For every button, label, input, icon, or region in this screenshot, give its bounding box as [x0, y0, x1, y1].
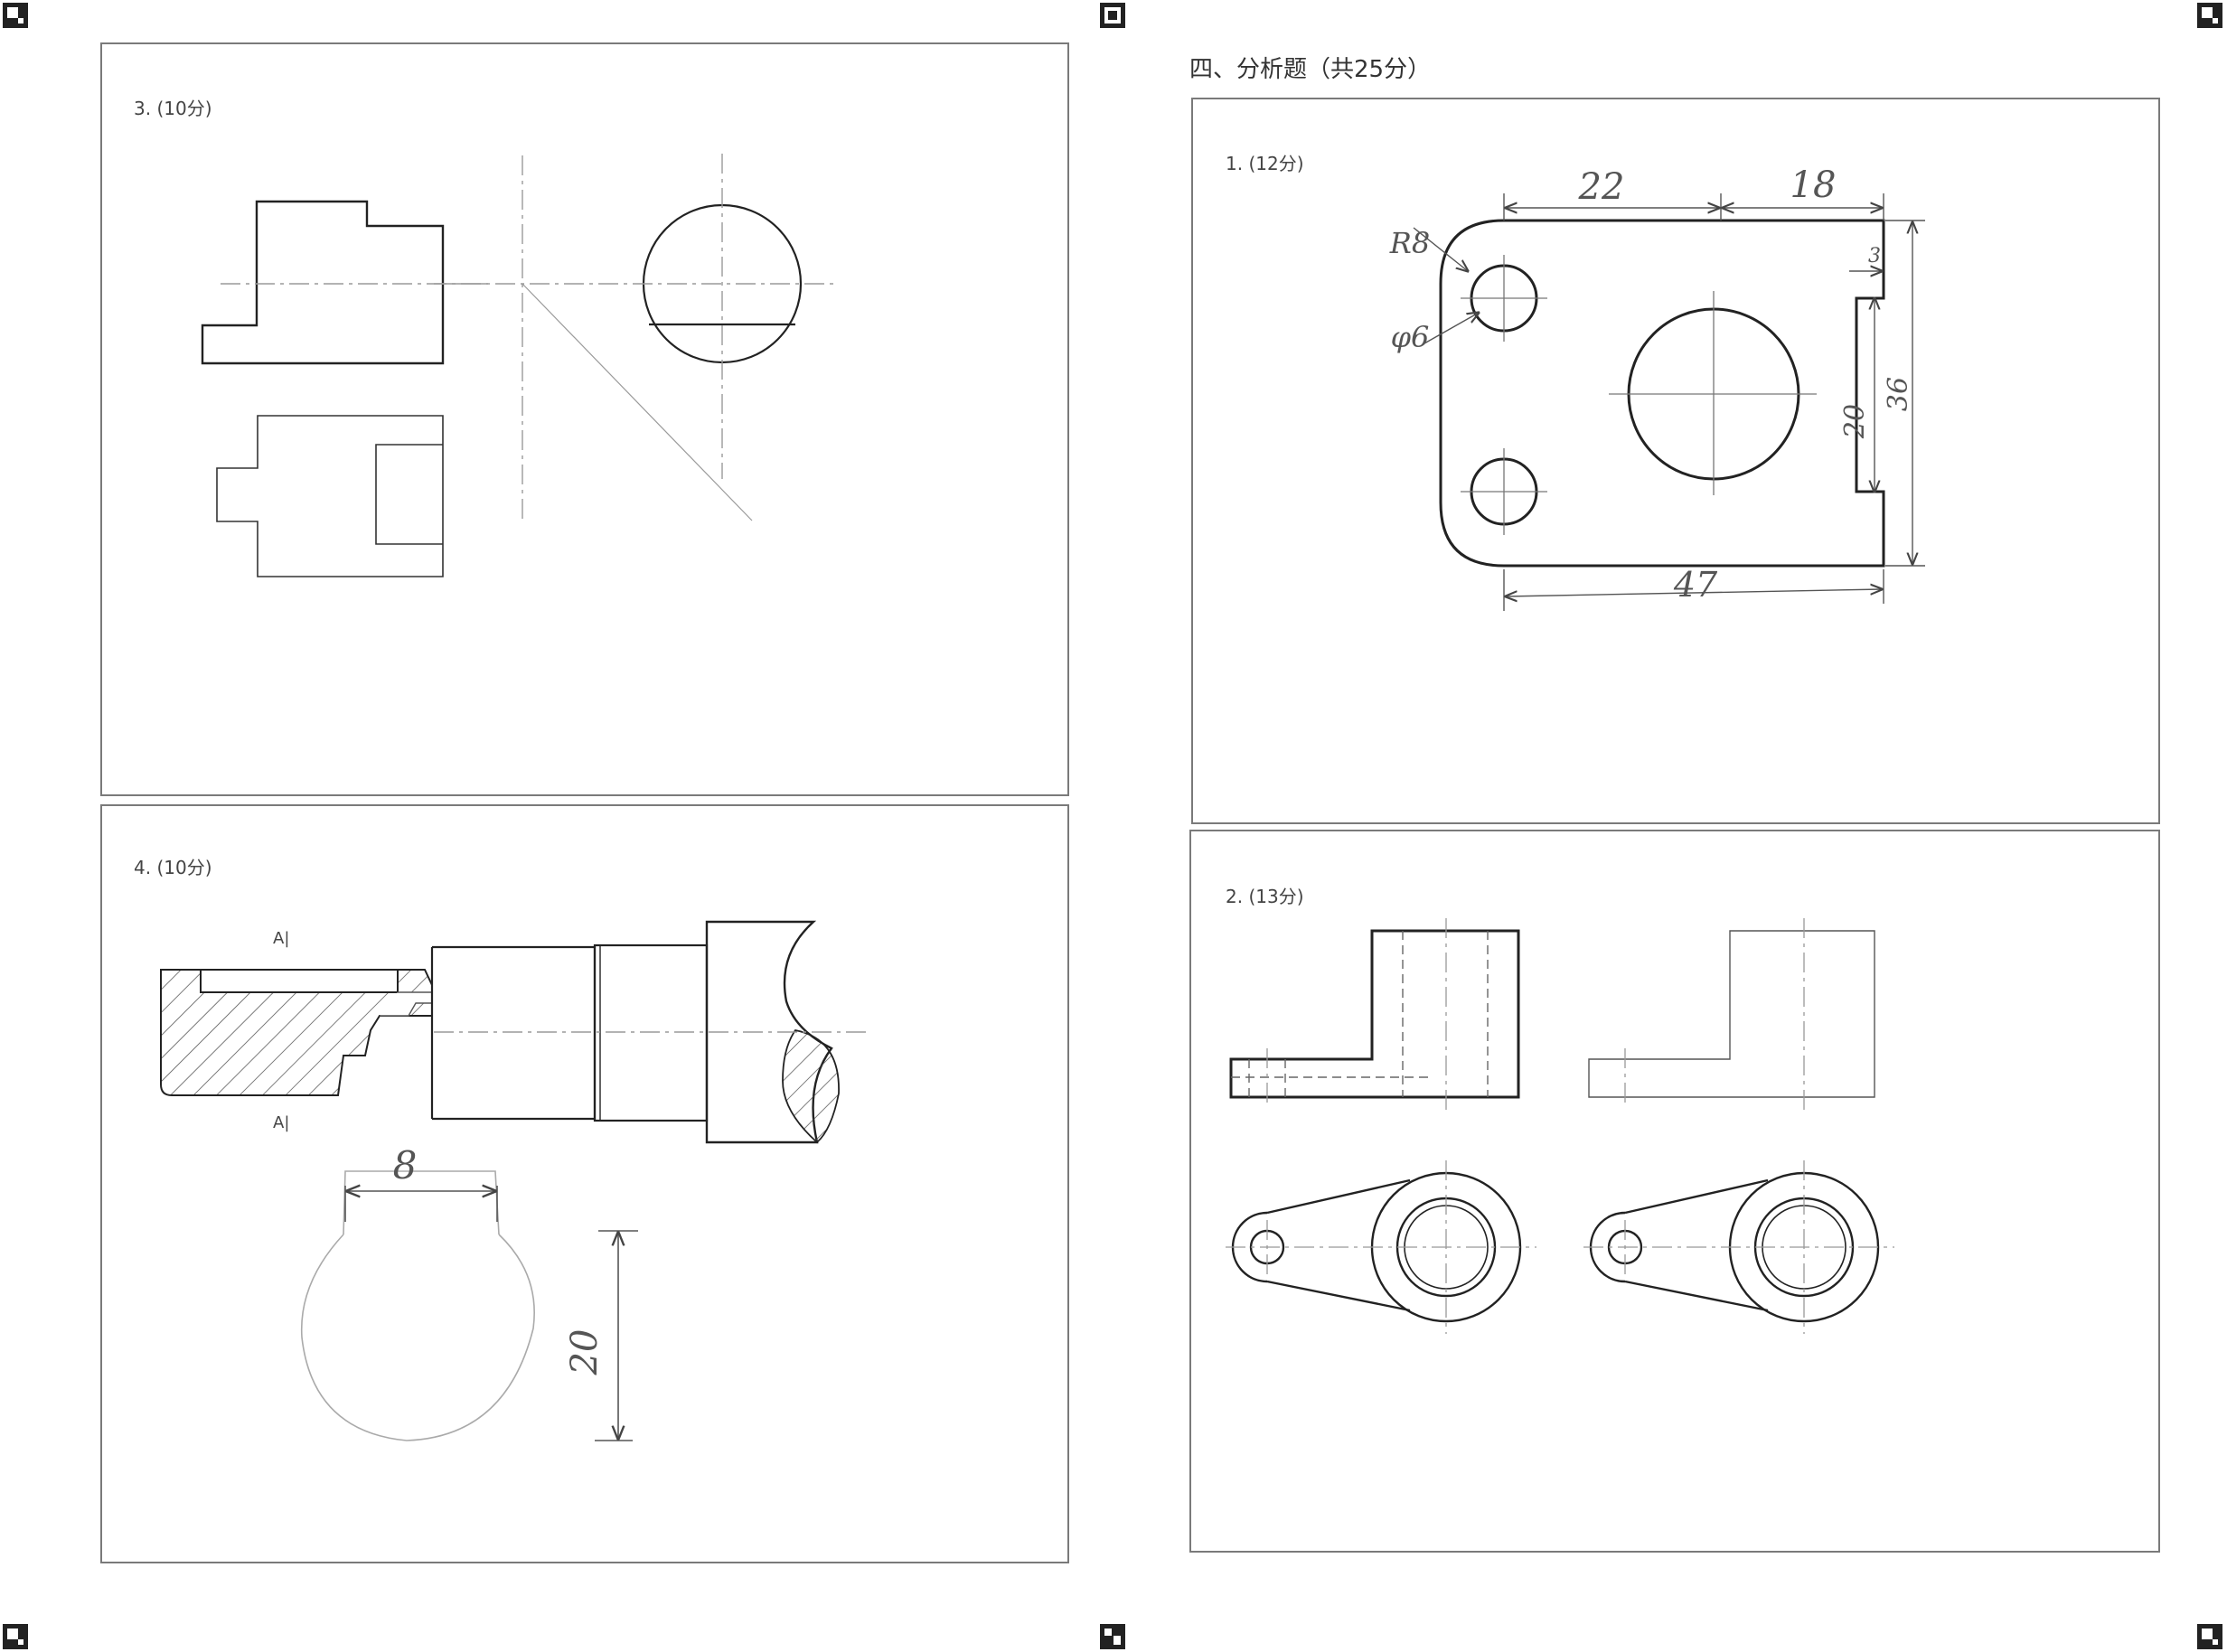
a2-center-lines [1226, 1160, 1894, 1334]
a1-dim-height: 36 [1883, 377, 1914, 411]
analysis-1-label: 1. (12分) [1226, 153, 1304, 174]
a2-hidden-lines-left [1231, 931, 1489, 1097]
question-4-panel [100, 804, 1069, 1563]
q4-section-view [300, 1170, 638, 1441]
q3-top-view [216, 415, 444, 577]
corner-marker-icon [1100, 3, 1125, 28]
analysis-2-label: 2. (13分) [1226, 886, 1304, 907]
question-3-label: 3. (10分) [134, 98, 212, 119]
question-4-label: 4. (10分) [134, 857, 212, 878]
analysis-1-panel [1191, 98, 2160, 824]
corner-marker-icon [2197, 3, 2222, 28]
a2-front-view-left [1229, 929, 1520, 1099]
a1-plate-outline [1439, 219, 1885, 568]
a1-center-lines [1461, 255, 1817, 535]
question-3-panel [100, 42, 1069, 796]
q4-section-mark-bottom: A| [273, 1113, 289, 1132]
q4-dim-width: 8 [393, 1143, 418, 1187]
corner-marker-icon [3, 1624, 28, 1649]
q4-section-mark-top: A| [273, 929, 289, 948]
corner-marker-icon [2197, 1624, 2222, 1649]
a1-dim-radius: R8 [1389, 226, 1430, 260]
q3-construction-lines [221, 154, 835, 524]
q4-dim-height: 20 [564, 1329, 606, 1376]
a1-dim-length: 47 [1673, 565, 1718, 605]
corner-marker-icon [3, 3, 28, 28]
a1-dim-22: 22 [1578, 166, 1625, 208]
section-title: 四、分析题（共25分） [1189, 56, 1432, 83]
q3-front-view [201, 200, 445, 365]
corner-marker-icon [1100, 1624, 1125, 1649]
a1-dimension-lines [1413, 193, 1925, 611]
a1-dim-18: 18 [1790, 164, 1837, 206]
a1-dim-notch-depth: 3 [1868, 245, 1881, 268]
a2-front-view-right [1588, 930, 1875, 1098]
a1-dim-notch-height: 20 [1839, 404, 1871, 439]
q4-shaft-section [160, 920, 868, 1144]
a1-dim-hole: φ6 [1391, 320, 1430, 354]
analysis-2-panel [1189, 830, 2160, 1553]
